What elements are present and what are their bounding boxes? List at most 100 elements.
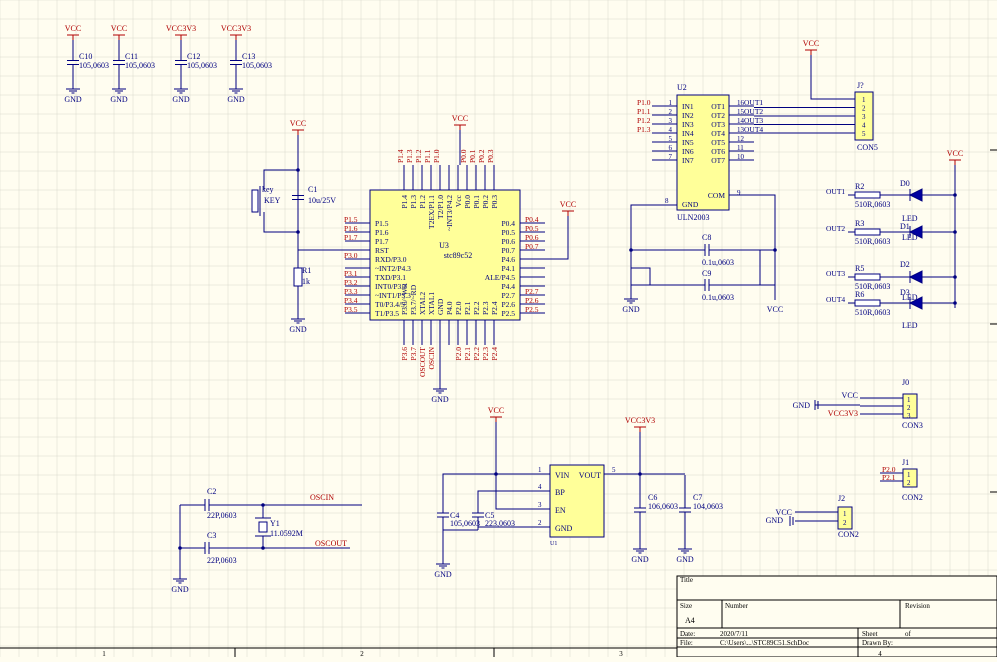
pin-number: 16 <box>737 99 745 107</box>
cap-value: 105,0603 <box>79 61 109 70</box>
pin-number: 14 <box>737 117 745 125</box>
zone-label: 1 <box>102 650 106 657</box>
pin-name: P2.4 <box>490 301 499 315</box>
pin-number: 10 <box>737 153 745 161</box>
net-label: P1.1 <box>423 149 432 163</box>
led-ref: D1 <box>900 222 910 231</box>
pin-name: VOUT <box>579 471 601 480</box>
wire <box>759 249 775 285</box>
pin-number: 6 <box>669 144 673 152</box>
net-label: P1.1 <box>637 107 651 116</box>
cap-value: 105,0603 <box>187 61 217 70</box>
gnd-label: GND <box>431 395 449 404</box>
power-label: VCC3V3 <box>625 416 655 425</box>
pin-name: P2.3 <box>481 301 490 315</box>
pin-name: P0.0 <box>463 195 472 209</box>
cap-value: 104,0603 <box>693 502 723 511</box>
connector-value: CON3 <box>902 421 923 430</box>
cap-ref: C13 <box>242 52 255 61</box>
net-label: P2.1 <box>882 473 896 482</box>
pin-name: GND <box>555 524 573 533</box>
net-label: OSCOUT <box>418 347 427 377</box>
pin-number: 4 <box>669 126 673 134</box>
resistor-ref: R5 <box>855 264 864 273</box>
tb-title: Title <box>680 576 693 584</box>
pin-name: P3.6/~WR <box>400 283 409 315</box>
chip-u2-body <box>676 94 730 211</box>
cap-ref: C6 <box>648 493 657 502</box>
pin-number: 1 <box>538 466 542 474</box>
pin-name: P2.2 <box>472 301 481 315</box>
key-wire <box>263 169 298 190</box>
power-label: VCC <box>767 305 783 314</box>
net-label: VCC3V3 <box>828 409 858 418</box>
cap-ref: C12 <box>187 52 200 61</box>
pin-name: XTAL2 <box>418 292 427 315</box>
power-label: VCC <box>560 200 576 209</box>
pin-name: P2.0 <box>454 301 463 315</box>
pin-number: 1 <box>907 471 911 479</box>
power-label: VCC3V3 <box>221 24 251 33</box>
key-wire <box>263 212 298 233</box>
pin-number: 3 <box>669 117 673 125</box>
gnd-label: GND <box>172 95 190 104</box>
pin-name: IN1 <box>682 102 694 111</box>
pin-number: 3 <box>907 412 911 420</box>
cap-value: 105,0603 <box>125 61 155 70</box>
pin-name: T0/P3.4/5 <box>375 300 405 309</box>
cap-value: 22P,0603 <box>207 511 237 520</box>
gnd-label: GND <box>171 585 189 594</box>
connector-ref: J0 <box>902 378 909 387</box>
junction-dot <box>953 230 957 234</box>
pin-name: P4.4 <box>501 282 515 291</box>
cap-ref: C11 <box>125 52 138 61</box>
net-label: P2.5 <box>525 305 539 314</box>
net-label: P1.0 <box>637 98 651 107</box>
chip-u2-value: ULN2003 <box>677 213 709 222</box>
net-label: P1.3 <box>405 149 414 163</box>
power-label: VCC <box>452 114 468 123</box>
pin-name: INT0/P3.2 <box>375 282 407 291</box>
net-label: P0.0 <box>459 149 468 163</box>
junction-dot <box>953 301 957 305</box>
pin-name: IN2 <box>682 111 694 120</box>
pin-name: P1.5 <box>375 219 389 228</box>
net-label: P2.6 <box>525 296 539 305</box>
pin-name: P1.6 <box>375 228 389 237</box>
connector-ref: J2 <box>838 494 845 503</box>
net-label: P3.1 <box>344 269 358 278</box>
pin-name: OT6 <box>711 147 725 156</box>
net-label: VCC <box>776 508 792 517</box>
pin-name: P0.3 <box>490 195 499 209</box>
pin-name: IN7 <box>682 156 694 165</box>
pin-name: BP <box>555 488 565 497</box>
tb-value: A4 <box>685 616 695 625</box>
net-label: GND <box>793 401 811 410</box>
pin-name: P0.5 <box>501 228 515 237</box>
resistor-ref: R1 <box>302 266 311 275</box>
connector-value: CON5 <box>857 143 878 152</box>
cap-value: 0.1u,0603 <box>702 293 734 302</box>
cap-value: 105,0603 <box>450 519 480 528</box>
pin-number: 1 <box>862 96 866 104</box>
chip-u2-ref: U2 <box>677 83 687 92</box>
cap-value: 223,0603 <box>485 519 515 528</box>
cap-ref: C8 <box>702 233 711 242</box>
net-label: OUT1 <box>826 187 845 196</box>
connector-value: CON2 <box>902 493 923 502</box>
pin-name: P3.7/~RD <box>409 284 418 315</box>
wire <box>631 267 651 285</box>
crystal-y1 <box>258 521 268 533</box>
net-label: P1.2 <box>637 116 651 125</box>
pin-name: IN6 <box>682 147 694 156</box>
cap-value: 105,0603 <box>242 61 272 70</box>
pin-number: 2 <box>669 108 673 116</box>
pin-number: 5 <box>862 130 866 138</box>
cap-ref: C1 <box>308 185 317 194</box>
net-label: OSCIN <box>427 346 436 369</box>
pin-number: 5 <box>669 135 673 143</box>
pin-number: 4 <box>862 122 866 130</box>
led-value: LED <box>902 321 918 330</box>
gnd-label: GND <box>434 570 452 579</box>
tb-value: 2020/7/11 <box>720 630 749 638</box>
